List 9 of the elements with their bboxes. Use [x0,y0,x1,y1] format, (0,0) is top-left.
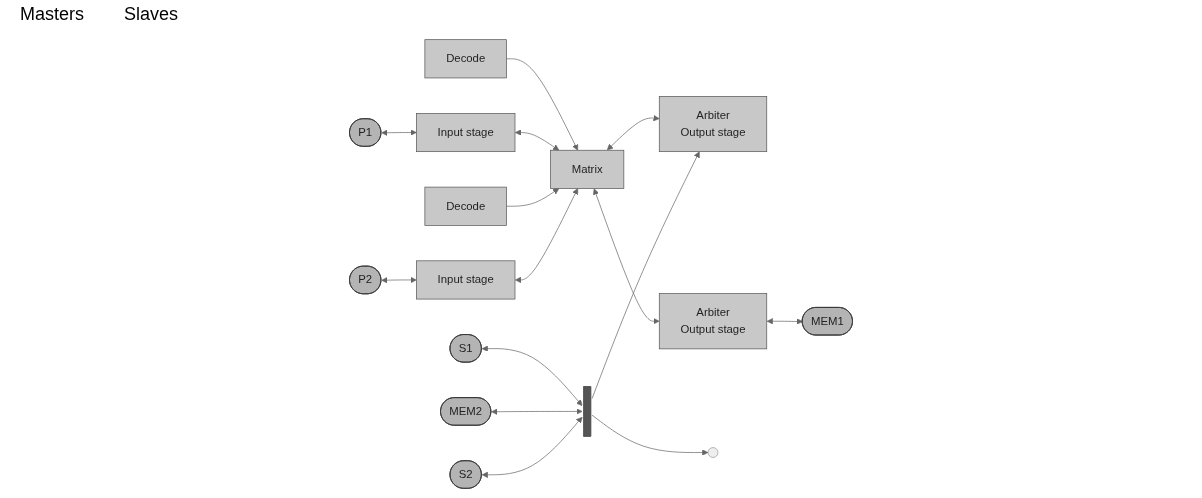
node-box: Decode [424,39,507,79]
node-box: Input stage [416,260,516,300]
heading-label: Slaves [124,4,179,26]
node-box: Arbiter Output stage [658,96,768,152]
node-box: Input stage [416,113,516,152]
node-box: Matrix [550,149,625,189]
heading-label: Masters [20,4,84,26]
node-box: Arbiter Output stage [658,293,768,350]
node-box: Decode [424,186,507,226]
